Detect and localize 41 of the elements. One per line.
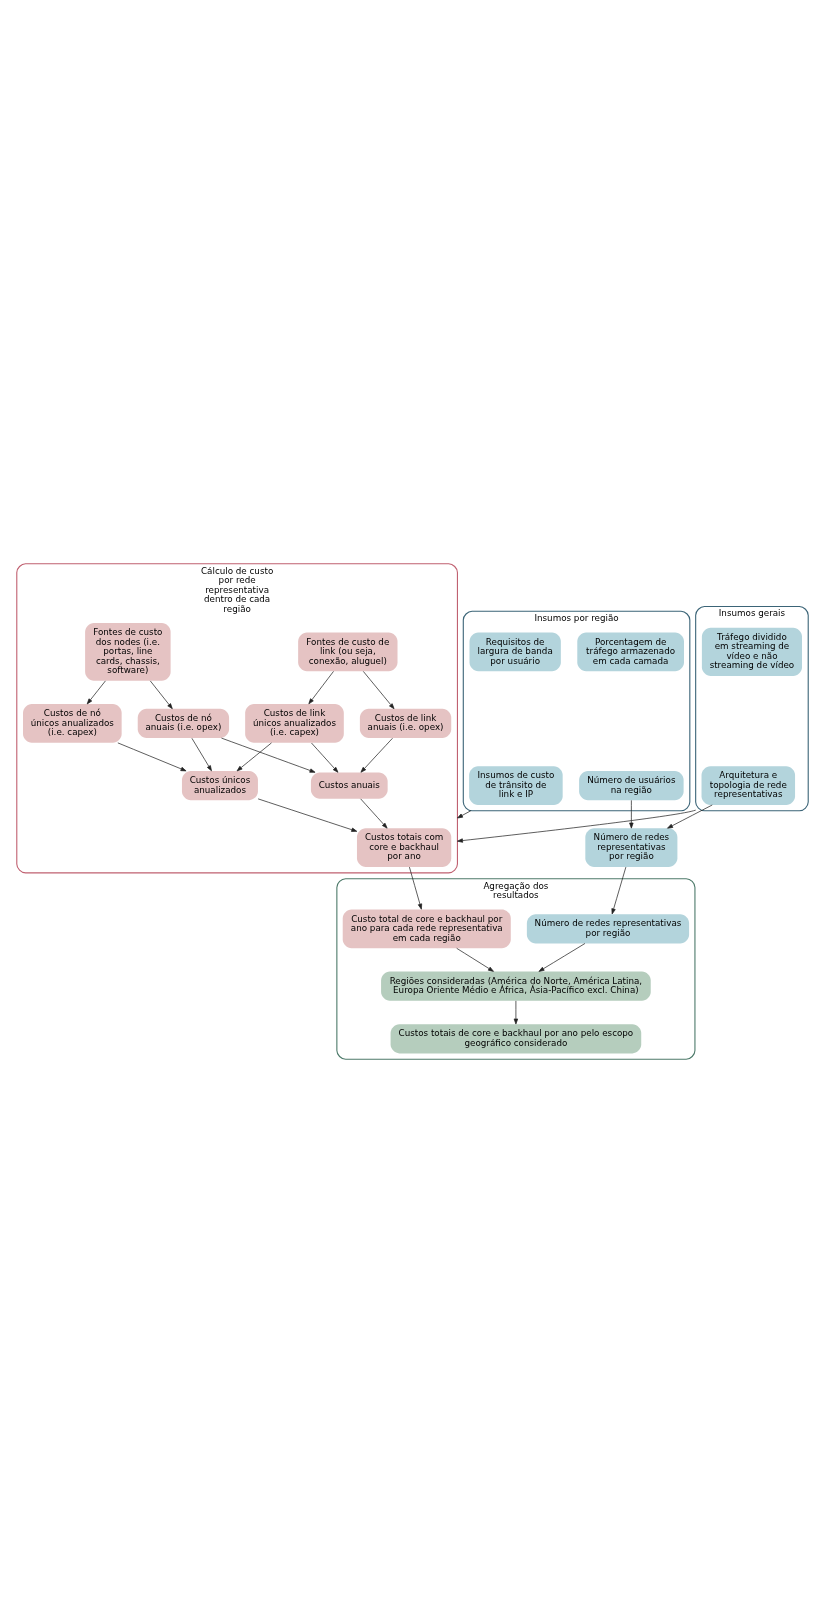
- node-box: Regiões consideradas (América do Norte, América Latina, Europa Oriente Médio e África, Ásia-Pacífico excl. China): [381, 971, 651, 1001]
- arrow: [360, 798, 388, 829]
- arrow: [257, 798, 358, 832]
- arrow: [513, 1000, 519, 1024]
- arrow: [117, 742, 187, 771]
- node-box: Número de usuários na região: [579, 770, 684, 800]
- node-box: Insumos de custo de trânsito de link e IP: [469, 765, 563, 805]
- node-box: Fontes de custo de link (ou seja, conexão, aluguel): [298, 631, 398, 671]
- arrow: [457, 809, 697, 843]
- arrow: [629, 799, 634, 828]
- node-box: Custos de link anuais (i.e. opex): [359, 708, 452, 738]
- node-box: Número de redes representativas por região: [526, 913, 690, 943]
- arrow: [362, 670, 395, 709]
- arrow: [409, 866, 423, 910]
- node-box: Custos de link únicos anualizados (i.e. capex): [245, 703, 344, 743]
- node-box: Requisitos de largura de banda por usuário: [469, 631, 561, 671]
- arrow: [538, 942, 586, 972]
- arrow: [667, 804, 713, 829]
- node-box: Fontes de custo dos nodes (i.e. portas, line cards, chassis, software): [85, 622, 171, 681]
- node-box: Tráfego dividido em streaming de vídeo e não streaming de vídeo: [701, 627, 802, 676]
- node-box: Custos anuais: [310, 771, 388, 799]
- arrow: [149, 680, 173, 709]
- arrow: [457, 809, 472, 818]
- node-box: Porcentagem de tráfego armazenado em cada camada: [577, 631, 684, 671]
- node-box: Custo total de core e backhaul por ano para cada rede representativa em cada região: [342, 908, 511, 948]
- arrow: [236, 742, 272, 771]
- node-box: Custos de nó anuais (i.e. opex): [137, 708, 230, 738]
- arrow: [308, 670, 334, 704]
- arrow: [191, 737, 212, 771]
- node-box: Custos totais com core e backhaul por ano: [356, 827, 452, 867]
- arrow: [360, 737, 393, 773]
- arrow: [311, 742, 339, 773]
- node-box: Arquitetura e topologia de rede representativas: [701, 765, 796, 805]
- arrow: [86, 680, 106, 704]
- arrow: [456, 947, 494, 972]
- node-box: Custos de nó únicos anualizados (i.e. capex): [23, 703, 122, 743]
- node-box: Número de redes representativas por região: [585, 827, 678, 867]
- node-box: Custos totais de core e backhaul por ano pelo escopo geográfico considerado: [390, 1023, 642, 1053]
- arrow: [221, 737, 316, 773]
- node-box: Custos únicos anualizados: [181, 770, 258, 800]
- arrow: [611, 866, 627, 914]
